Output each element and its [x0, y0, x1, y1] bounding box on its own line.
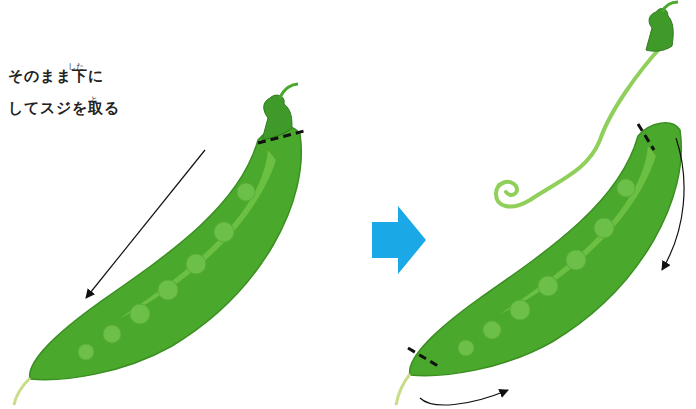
step-arrow: [372, 206, 426, 274]
pull-arrow: [662, 138, 684, 270]
pea-pod: [30, 127, 302, 380]
pod-cap: [646, 9, 673, 52]
pea-string: [496, 48, 660, 207]
pod-cap: [262, 95, 292, 140]
pod-stem: [662, 2, 678, 12]
pod-tail: [14, 378, 30, 405]
pea-pod: [410, 123, 682, 376]
pull-arrow: [86, 150, 205, 298]
cut-line: [258, 130, 308, 143]
pod-tail: [396, 374, 410, 405]
instruction-text: そのまま下に してスジを取る: [8, 60, 122, 124]
furigana: と: [90, 95, 98, 104]
cut-line: [408, 348, 438, 366]
pod-stem: [280, 84, 298, 98]
pull-arrow: [420, 390, 508, 405]
cut-line: [638, 124, 654, 150]
furigana: した: [68, 62, 84, 71]
